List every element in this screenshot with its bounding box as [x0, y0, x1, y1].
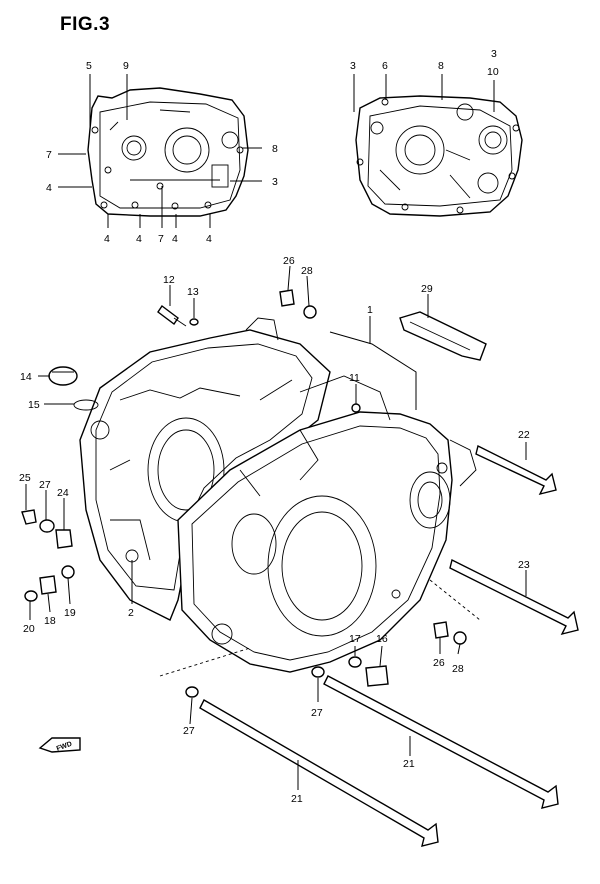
callout-24: 24: [57, 487, 69, 499]
callout-1: 1: [367, 304, 373, 316]
callout-27: 27: [311, 707, 323, 719]
callout-21: 21: [403, 758, 415, 770]
callout-16: 16: [376, 633, 388, 645]
callout-29: 29: [421, 283, 433, 295]
callout-12: 12: [163, 274, 175, 286]
callout-26: 26: [283, 255, 295, 267]
leader-lines: [25, 74, 527, 790]
callout-3: 3: [491, 48, 497, 60]
callout-3: 3: [350, 60, 356, 72]
callout-labels: 5 9 7 4 8 3 4 4 7 4 4 3 6 8 3 10 12 13 2…: [19, 48, 530, 805]
callout-8: 8: [438, 60, 444, 72]
callout-22: 22: [518, 429, 530, 441]
callout-11: 11: [349, 372, 360, 384]
callout-27: 27: [39, 479, 51, 491]
callout-28: 28: [452, 663, 464, 675]
callout-20: 20: [23, 623, 35, 635]
callout-19: 19: [64, 607, 76, 619]
callout-7: 7: [46, 149, 52, 161]
callout-4: 4: [46, 182, 52, 194]
callout-10: 10: [487, 66, 499, 78]
callout-4: 4: [172, 233, 178, 245]
callout-6: 6: [382, 60, 388, 72]
callout-2: 2: [128, 607, 134, 619]
callout-9: 9: [123, 60, 129, 72]
callout-4: 4: [206, 233, 212, 245]
callout-3: 3: [272, 176, 278, 188]
right-crankcase-inset: [355, 95, 523, 217]
callout-25: 25: [19, 472, 31, 484]
callout-28: 28: [301, 265, 313, 277]
small-parts: [21, 289, 579, 847]
callout-17: 17: [349, 633, 361, 645]
callout-13: 13: [187, 286, 199, 298]
callout-4: 4: [104, 233, 110, 245]
left-crankcase-inset: [87, 87, 249, 217]
callout-15: 15: [28, 399, 40, 411]
callout-18: 18: [44, 615, 56, 627]
callout-14: 14: [20, 371, 32, 383]
callout-5: 5: [86, 60, 92, 72]
callout-4: 4: [136, 233, 142, 245]
callout-8: 8: [272, 143, 278, 155]
main-crankcase: [79, 317, 477, 673]
figure-title: FIG.3: [60, 14, 111, 35]
callout-27: 27: [183, 725, 195, 737]
callout-23: 23: [518, 559, 530, 571]
callout-7: 7: [158, 233, 164, 245]
callout-26: 26: [433, 657, 445, 669]
callout-21: 21: [291, 793, 303, 805]
